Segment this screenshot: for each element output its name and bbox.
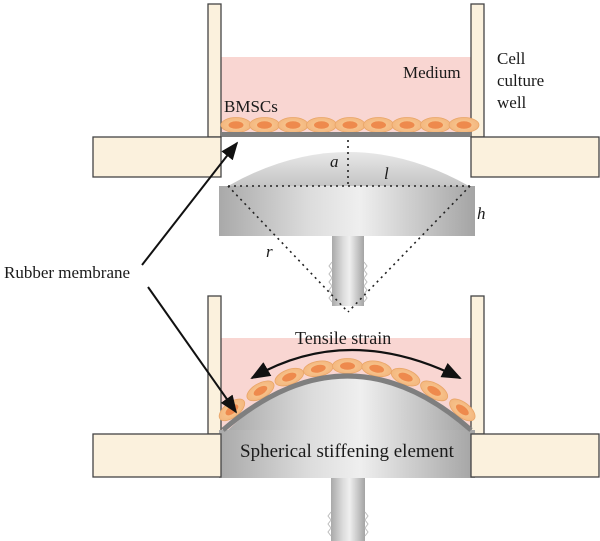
base-plate-right-bottom [470, 433, 600, 478]
cell-culture-well-label-1: Cell [497, 49, 526, 68]
well-wall-left-top [207, 3, 222, 138]
rubber-membrane-callout: Rubber membrane [4, 141, 239, 414]
rubber-membrane-label: Rubber membrane [4, 263, 130, 282]
cell [249, 117, 280, 133]
bottom-panel: Tensile strain Spherical stiffening elem… [92, 295, 600, 541]
cell-culture-well-label-3: well [497, 93, 527, 112]
well-wall-left-bottom [207, 295, 222, 435]
cell [391, 117, 423, 133]
spherical-element-label: Spherical stiffening element [240, 441, 455, 462]
cells-top [220, 117, 480, 133]
cell [420, 117, 451, 133]
cell [334, 117, 366, 133]
rubber-membrane-top [221, 132, 471, 137]
cell [277, 117, 309, 133]
cell [363, 117, 394, 133]
tensile-strain-label: Tensile strain [295, 328, 391, 348]
cell [220, 117, 252, 133]
top-panel: a l h r Medium BMSCs Cell culture well [92, 3, 600, 313]
base-plate-right-top [470, 136, 600, 178]
var-r: r [266, 242, 273, 261]
bmscs-label: BMSCs [224, 97, 278, 116]
var-l: l [384, 164, 389, 183]
base-plate-left-bottom [92, 433, 222, 478]
spherical-element-top [219, 152, 475, 306]
cell [332, 358, 363, 374]
cell [306, 117, 337, 133]
cell [448, 117, 480, 133]
var-a: a [330, 152, 339, 171]
medium-label: Medium [403, 63, 461, 82]
well-wall-right-top [470, 3, 485, 138]
cell-culture-well-label-2: culture [497, 71, 544, 90]
tensile-strain-arrow [250, 348, 462, 379]
var-h: h [477, 204, 486, 223]
base-plate-left-top [92, 136, 222, 178]
dimension-lines [227, 140, 471, 313]
